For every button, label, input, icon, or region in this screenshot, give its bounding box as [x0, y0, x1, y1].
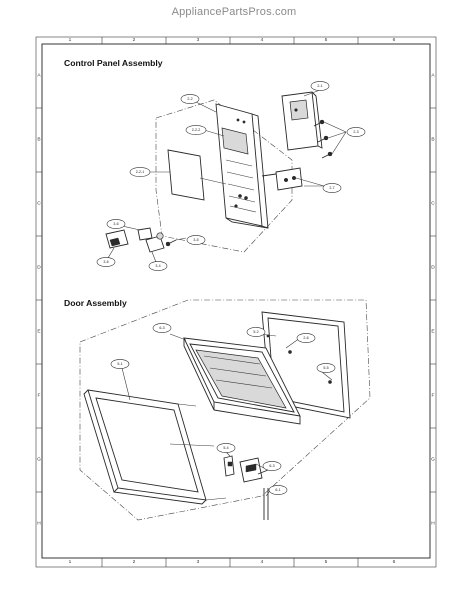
- callout-3-4: [148, 261, 168, 271]
- row-ticks: [36, 107, 436, 493]
- keypad-dots: [234, 118, 248, 208]
- col-label-1-top: 1: [69, 37, 72, 43]
- callout-2-7-label: 2-7: [329, 186, 334, 190]
- col-label-6-top: 6: [393, 37, 396, 43]
- row-label-c-right: C: [431, 201, 435, 207]
- row-label-f-left: F: [38, 393, 41, 399]
- callout-5-4-label: 5-4: [223, 446, 228, 450]
- col-label-4-bottom: 4: [261, 559, 264, 565]
- door-assembly-guides: [169, 403, 227, 501]
- callout-2-7: [322, 183, 342, 193]
- col-label-3-bottom: 3: [197, 559, 200, 565]
- callout-6-3: [152, 323, 172, 333]
- row-label-h-right: H: [431, 521, 435, 527]
- switch-bracket: [275, 167, 303, 191]
- col-label-1-bottom: 1: [69, 559, 72, 565]
- control-panel-frame: [215, 103, 263, 227]
- row-label-a-right: A: [431, 73, 435, 79]
- screws-2-3: [313, 119, 347, 159]
- callout-6-1: [268, 485, 288, 495]
- col-label-5-bottom: 5: [325, 559, 328, 565]
- callout-3-6a-label: 3-6: [113, 222, 118, 226]
- door-latch-hooks: [223, 455, 269, 520]
- callout-2-1: [310, 81, 330, 91]
- row-label-h-left: H: [37, 521, 41, 527]
- door-assembly-title: Door Assembly: [64, 298, 127, 308]
- row-label-d-right: D: [431, 265, 435, 271]
- callout-5-5: [316, 363, 336, 373]
- col-label-6-bottom: 6: [393, 559, 396, 565]
- callouts: 2-1 2-2 2-2-2 2-2-1 2-3 2-7 3-6 3-5 3-6 …: [96, 81, 366, 495]
- column-ticks: [101, 37, 359, 567]
- outer-frame: [35, 36, 437, 568]
- callout-2-2-1-label: 2-2-1: [136, 170, 144, 174]
- callout-2-1-label: 2-1: [317, 84, 322, 88]
- callout-5-2: [246, 327, 266, 337]
- callout-5-2-label: 5-2: [253, 330, 258, 334]
- row-label-e-right: E: [431, 329, 434, 335]
- row-label-g-right: G: [431, 457, 435, 463]
- col-label-2-top: 2: [133, 37, 136, 43]
- col-label-2-bottom: 2: [133, 559, 136, 565]
- callout-6-3b: [262, 461, 282, 471]
- callout-2-2-1: [129, 167, 151, 177]
- inner-frame: [41, 43, 431, 559]
- watermark: AppliancePartsPros.com: [171, 6, 297, 18]
- callout-2-2-2: [185, 125, 207, 135]
- callout-3-6b: [96, 257, 116, 267]
- door-frame-perforation: [203, 355, 273, 389]
- callout-2-2: [180, 94, 200, 104]
- callout-3-5-label: 3-5: [193, 238, 198, 242]
- row-label-b-left: B: [37, 137, 40, 143]
- col-label-5-top: 5: [325, 37, 328, 43]
- control-overlay-sheet: [167, 149, 205, 201]
- col-label-3-top: 3: [197, 37, 200, 43]
- callout-5-5-label: 5-5: [323, 366, 328, 370]
- callout-6-3-label: 6-3: [159, 326, 164, 330]
- row-label-c-left: C: [37, 201, 41, 207]
- row-label-g-left: G: [37, 457, 41, 463]
- callout-5-1: [110, 359, 130, 369]
- callout-3-6b-label: 3-6: [103, 260, 108, 264]
- display-window: [221, 127, 249, 155]
- door-assembly-boundary: [79, 299, 371, 521]
- callout-5-4: [216, 443, 236, 453]
- door-assembly: [79, 299, 371, 521]
- callout-3-4-label: 3-4: [155, 264, 160, 268]
- callout-5-1-label: 5-1: [117, 362, 122, 366]
- callout-2-3-label: 2-3: [353, 130, 358, 134]
- door-window-glass: [195, 349, 287, 409]
- control-panel-title: Control Panel Assembly: [64, 58, 163, 68]
- row-label-e-left: E: [37, 329, 40, 335]
- callout-2-3: [346, 127, 366, 137]
- callout-2-6: [296, 333, 316, 343]
- col-label-4-top: 4: [261, 37, 264, 43]
- callout-6-1-label: 6-1: [275, 488, 280, 492]
- callout-6-3b-label: 6-3: [269, 464, 274, 468]
- row-label-f-right: F: [432, 393, 435, 399]
- row-label-d-left: D: [37, 265, 41, 271]
- row-label-b-right: B: [431, 137, 434, 143]
- control-leaders: [150, 89, 321, 173]
- door-release-parts: [105, 225, 187, 263]
- callout-2-2-label: 2-2: [187, 97, 192, 101]
- callout-2-6-label: 2-6: [303, 336, 308, 340]
- callout-3-6a: [106, 219, 126, 229]
- keypad-lines: [225, 159, 257, 213]
- callout-2-2-2-label: 2-2-2: [192, 128, 200, 132]
- callout-3-5: [186, 235, 206, 245]
- control-panel-assembly: [105, 89, 347, 263]
- row-label-a-left: A: [37, 73, 41, 79]
